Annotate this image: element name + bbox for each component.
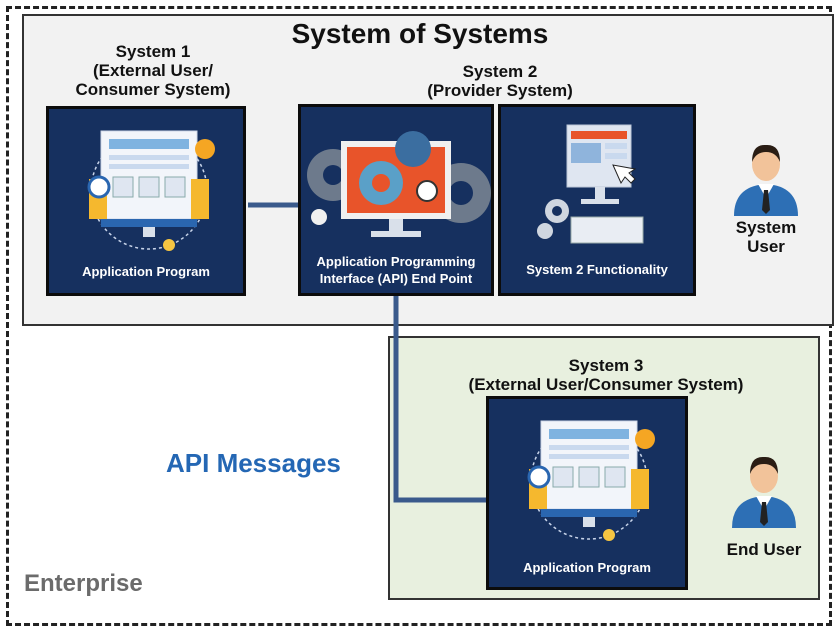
system-user-label: System User — [726, 218, 806, 256]
api-endpoint-panel: Application Programming Interface (API) … — [298, 104, 494, 296]
gears-monitor-icon — [307, 131, 491, 237]
system-3-app-caption: Application Program — [523, 560, 651, 575]
system-1-subtitle-line1: (External User/ — [93, 61, 213, 80]
system-2-functionality-caption: System 2 Functionality — [526, 262, 668, 277]
api-messages-label: API Messages — [166, 448, 341, 478]
system-1-app-panel: Application Program — [46, 106, 246, 296]
enterprise-label: Enterprise — [24, 570, 143, 597]
system-2-subtitle: (Provider System) — [427, 81, 573, 100]
connector-api-sys3 — [393, 292, 488, 503]
monitor-app-icon — [87, 130, 215, 251]
end-user-avatar-icon — [732, 456, 796, 528]
api-endpoint-caption: Application Programming Interface (API) … — [301, 253, 491, 287]
system-3-label: System 3 (External User/Consumer System) — [436, 356, 776, 394]
system-3-subtitle: (External User/Consumer System) — [468, 375, 744, 394]
system-user-avatar-icon — [734, 144, 798, 216]
api-caption-line1: Application Programming — [316, 254, 476, 269]
connector-layer — [248, 202, 488, 503]
system-2-functionality-panel: System 2 Functionality — [498, 104, 696, 296]
system-2-label: System 2 (Provider System) — [400, 62, 600, 100]
system-3-name: System 3 — [568, 356, 644, 375]
api-caption-line2: Interface (API) End Point — [319, 271, 473, 286]
system-user-line1: System — [735, 218, 797, 237]
system-1-name: System 1 — [115, 42, 191, 61]
diagram-canvas: System of Systems System 1 (External Use… — [6, 6, 834, 626]
diagram-title: System of Systems — [291, 18, 549, 49]
system-1-subtitle-line2: Consumer System) — [75, 80, 231, 99]
system-2-name: System 2 — [462, 62, 538, 81]
end-user-label: End User — [726, 540, 802, 559]
system-1-label: System 1 (External User/ Consumer System… — [68, 42, 238, 99]
system-1-app-caption: Application Program — [82, 264, 210, 279]
system-3-app-panel: Application Program — [486, 396, 688, 590]
computer-touch-icon — [537, 124, 644, 244]
monitor-app-icon-2 — [527, 420, 655, 541]
system-user-line2: User — [747, 237, 785, 256]
